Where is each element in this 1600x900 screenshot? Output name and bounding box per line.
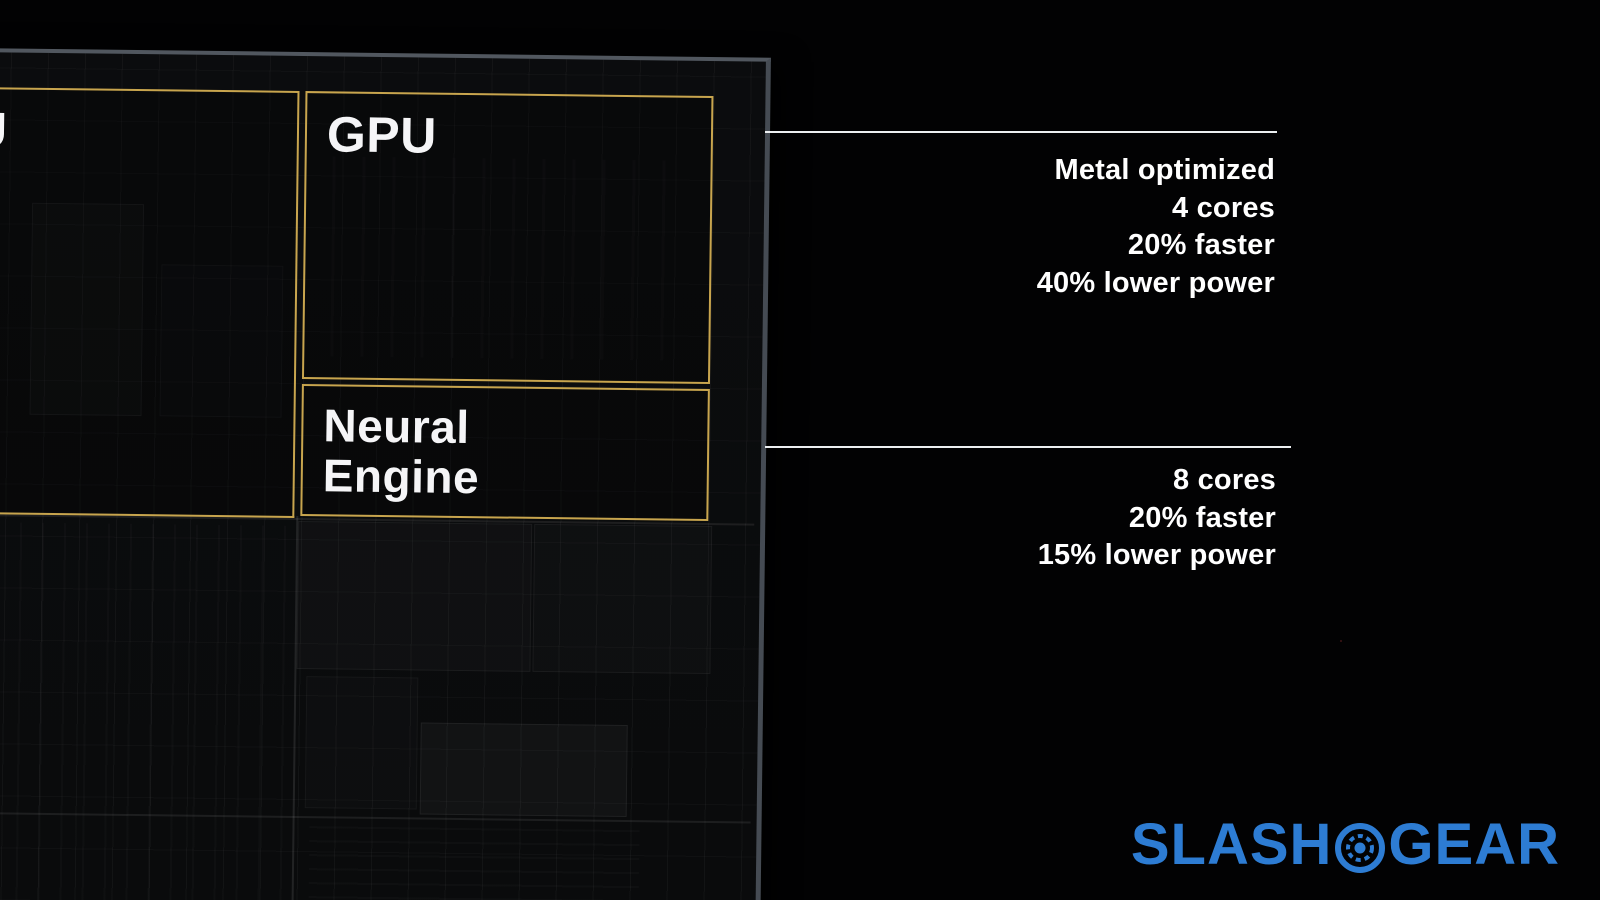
die-circuit-block	[308, 826, 640, 900]
cpu-region-outline: U	[0, 86, 300, 518]
gpu-region-outline: GPU	[301, 91, 714, 385]
neural-spec-list: 8 cores 20% faster 15% lower power	[1038, 462, 1276, 575]
die-circuit-block	[0, 522, 289, 900]
neural-engine-region-outline: Neural Engine	[300, 384, 710, 522]
die-seam	[0, 811, 751, 824]
gpu-spec-line: 20% faster	[1127, 229, 1275, 261]
neural-spec-line: 15% lower power	[1037, 539, 1276, 571]
neural-label-line1: Neural	[323, 399, 470, 454]
die-circuit-block	[304, 676, 419, 810]
gpu-spec-line: 4 cores	[1172, 191, 1275, 224]
neural-spec-line: 8 cores	[1173, 464, 1276, 496]
watermark-text-left: SLASH	[1130, 812, 1333, 877]
gpu-spec-line: 40% lower power	[1036, 266, 1275, 299]
die-circuit-block	[419, 722, 628, 818]
image-noise-speck	[1178, 232, 1180, 234]
gpu-spec-divider-line	[765, 131, 1277, 133]
neural-spec-line: 20% faster	[1128, 501, 1276, 534]
gpu-region-label: GPU	[326, 106, 438, 164]
gear-target-icon	[1335, 822, 1386, 873]
die-seam	[290, 515, 299, 900]
slashgear-watermark: SLASH GEAR	[1131, 811, 1560, 878]
watermark-text-right: GEAR	[1388, 812, 1560, 877]
chip-die-image: U GPU Neural Engine	[0, 48, 771, 900]
neural-spec-divider-line	[765, 446, 1291, 448]
die-circuit-block	[532, 523, 713, 675]
image-noise-speck	[1340, 640, 1342, 642]
neural-engine-region-label: Neural Engine	[303, 386, 708, 505]
die-circuit-block	[296, 520, 533, 672]
gpu-spec-line: Metal optimized	[1054, 154, 1275, 186]
neural-label-line2: Engine	[322, 449, 480, 504]
gpu-spec-list: Metal optimized 4 cores 20% faster 40% l…	[1037, 152, 1275, 302]
cpu-region-label: U	[0, 101, 8, 159]
